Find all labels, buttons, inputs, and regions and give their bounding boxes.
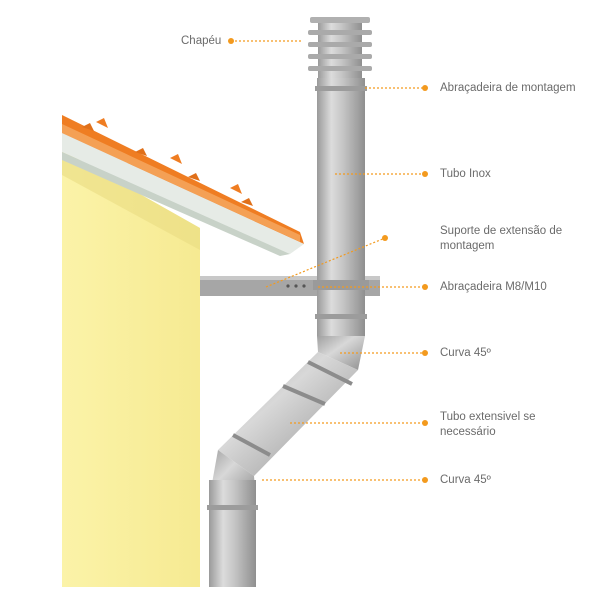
- dot-tubo-extensivel: [422, 420, 428, 426]
- stainless-pipe-lower: [207, 480, 258, 587]
- diagonal-pipe-section: [209, 336, 365, 500]
- label-curva-45-bottom: Curva 45º: [440, 474, 491, 486]
- dot-suporte-extensao: [382, 235, 388, 241]
- label-suporte-extensao: Suporte de extensão de montagem: [440, 225, 563, 252]
- chimney-cap: [308, 17, 372, 80]
- stainless-pipe-upper: [313, 78, 369, 336]
- dot-curva-bottom: [422, 477, 428, 483]
- dot-abracadeira-montagem: [422, 85, 428, 91]
- leader-lines: [231, 40, 425, 481]
- label-abracadeira-montagem: Abraçadeira de montagem: [440, 82, 576, 94]
- label-abracadeira-m8: Abraçadeira M8/M10: [440, 281, 547, 293]
- label-chapeu: Chapéu: [181, 35, 222, 47]
- dot-curva-top: [422, 350, 428, 356]
- dot-tubo-inox: [422, 171, 428, 177]
- house-wall: [62, 150, 200, 587]
- leader-suporte-extensao: [265, 237, 386, 288]
- leader-dots: [228, 38, 428, 483]
- roof: [62, 115, 304, 256]
- label-curva-45-top: Curva 45º: [440, 347, 491, 359]
- label-tubo-extensivel: Tubo extensivel se necessário: [440, 411, 536, 438]
- dot-abracadeira-m8: [422, 284, 428, 290]
- dot-chapeu: [228, 38, 234, 44]
- label-tubo-inox: Tubo Inox: [440, 168, 491, 180]
